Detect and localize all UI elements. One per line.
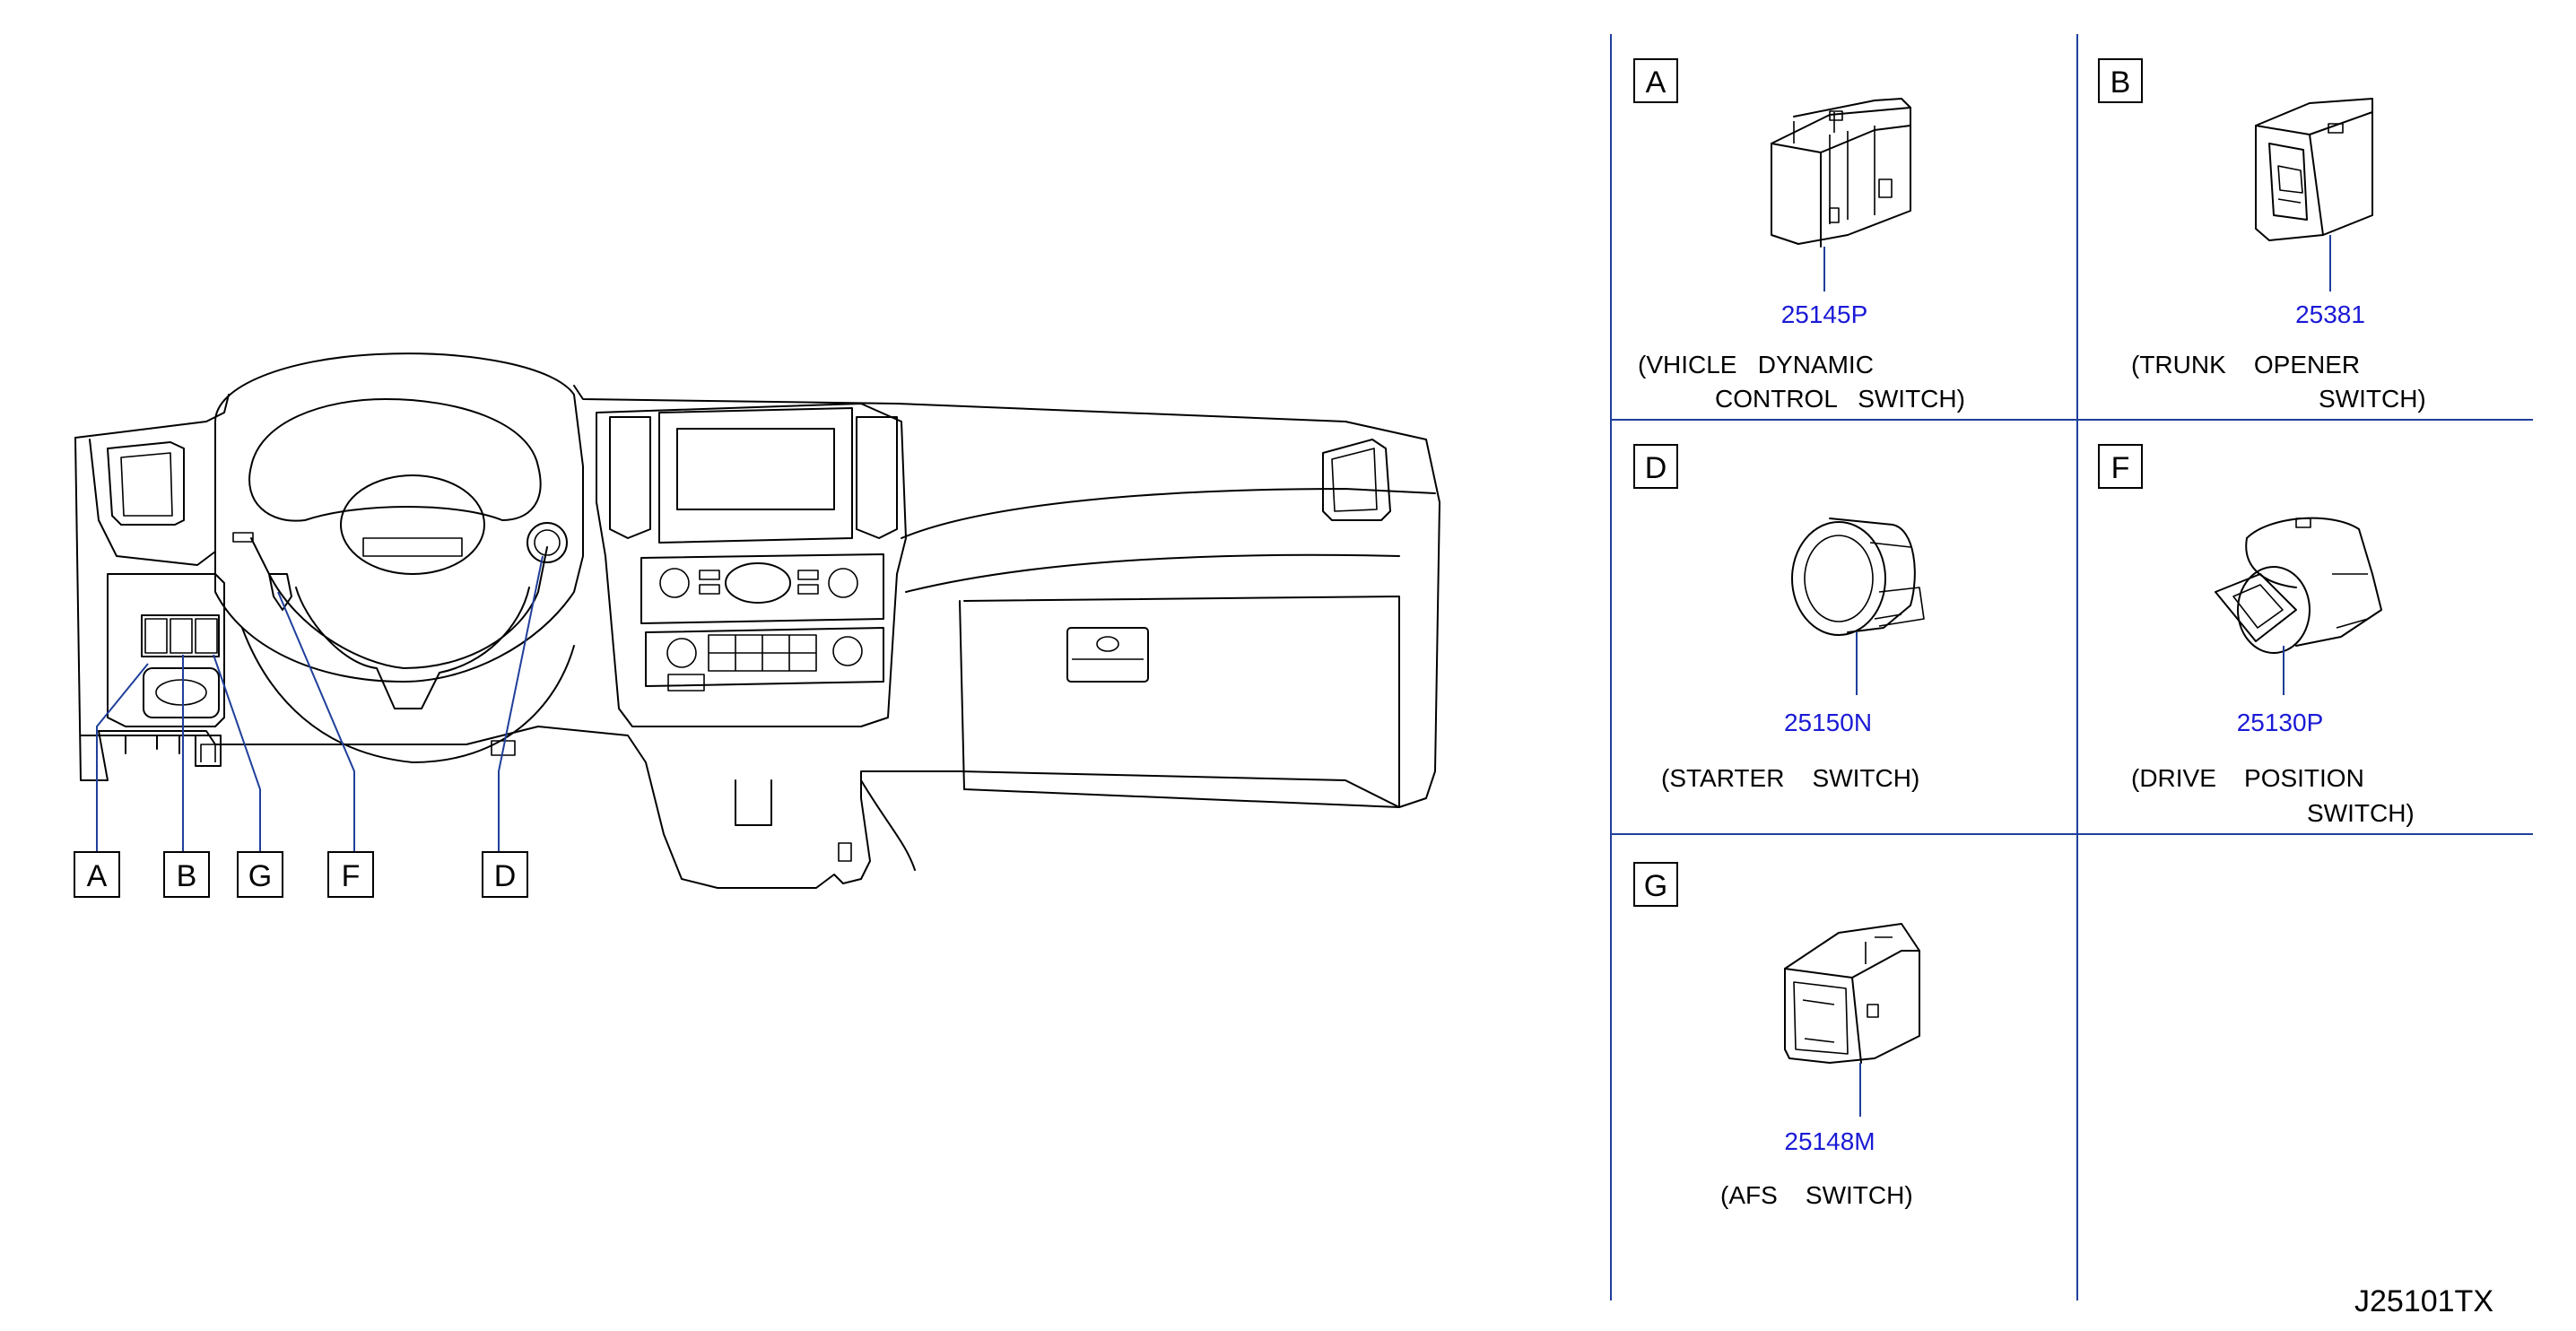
callout-box-f: F (327, 851, 374, 898)
panel-b-part-number: 25381 (2295, 300, 2365, 328)
panel-b-letter: B (2110, 65, 2131, 100)
panel-b-desc-2: SWITCH) (2319, 385, 2426, 413)
panel-d-part-number: 25150N (1784, 709, 1872, 736)
diagram-code: J25101TX (2354, 1284, 2493, 1318)
panel-a: A 25145P (VHICLE DYNAMIC CONTROL SWITCH) (1633, 58, 1965, 413)
panel-f-desc-2: SWITCH) (2307, 799, 2415, 827)
panel-b-desc-1: (TRUNK OPENER (2131, 351, 2360, 378)
panel-a-letter: A (1646, 65, 1667, 100)
svg-text:B: B (177, 859, 197, 893)
svg-text:G: G (248, 859, 272, 893)
panel-g-desc-1: (AFS SWITCH) (1720, 1181, 1913, 1209)
panel-a-desc-1: (VHICLE DYNAMIC (1638, 351, 1874, 378)
callout-box-d: D (482, 851, 528, 898)
trunk-switch-drawing (2255, 98, 2373, 241)
parts-grid (1610, 34, 2533, 1301)
drive-position-switch-drawing (2215, 517, 2382, 654)
panel-g-part-number: 25148M (1784, 1127, 1875, 1155)
panel-b: B 25381 (TRUNK OPENER SWITCH) (2098, 58, 2426, 413)
panel-d: D 25150N (STARTER SWITCH) (1633, 444, 1925, 792)
callout-leader-lines (96, 555, 544, 852)
panel-g-letter: G (1644, 869, 1667, 903)
starter-switch-drawing (1791, 518, 1925, 636)
panel-d-letter: D (1645, 451, 1667, 485)
panel-g: G 25148M (AFS SWITCH) (1633, 862, 1920, 1209)
svg-text:A: A (87, 859, 108, 893)
callout-box-b: B (163, 851, 210, 898)
vdc-switch-drawing (1771, 98, 1911, 248)
panel-f: F 25130P (DRIVE POSITION SWITCH) (2098, 444, 2415, 827)
svg-text:D: D (494, 859, 517, 893)
callout-box-g: G (237, 851, 283, 898)
afs-switch-drawing (1784, 923, 1920, 1064)
panel-a-desc-2: CONTROL SWITCH) (1715, 385, 1965, 413)
panel-d-desc-1: (STARTER SWITCH) (1661, 764, 1919, 792)
panel-f-part-number: 25130P (2237, 709, 2324, 736)
panel-a-part-number: 25145P (1781, 300, 1868, 328)
dashboard-illustration (74, 352, 1440, 889)
panel-f-letter: F (2111, 451, 2130, 485)
callout-box-a: A (74, 851, 120, 898)
svg-text:F: F (342, 859, 361, 893)
panel-f-desc-1: (DRIVE POSITION (2131, 764, 2364, 792)
